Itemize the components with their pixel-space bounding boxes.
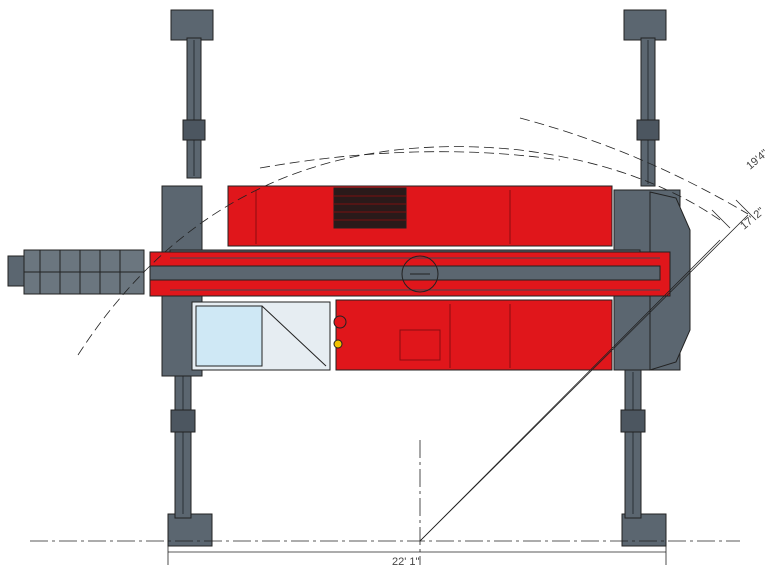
outrigger-bottom-right <box>620 369 667 547</box>
radius-outer-dimension-label: 19'4" <box>744 147 768 172</box>
boom-head-attachment <box>7 249 145 295</box>
operator-cab <box>191 301 347 371</box>
outrigger-top-left <box>170 9 214 179</box>
telescopic-boom <box>149 251 671 297</box>
outrigger-top-right <box>623 9 667 187</box>
red-body <box>227 185 613 371</box>
outrigger-bottom-left <box>167 371 213 547</box>
width-dimension-label: 22' 1" <box>392 556 420 568</box>
reference-lines <box>30 117 757 565</box>
radius-inner-dimension-label: 17' 2" <box>738 205 767 232</box>
